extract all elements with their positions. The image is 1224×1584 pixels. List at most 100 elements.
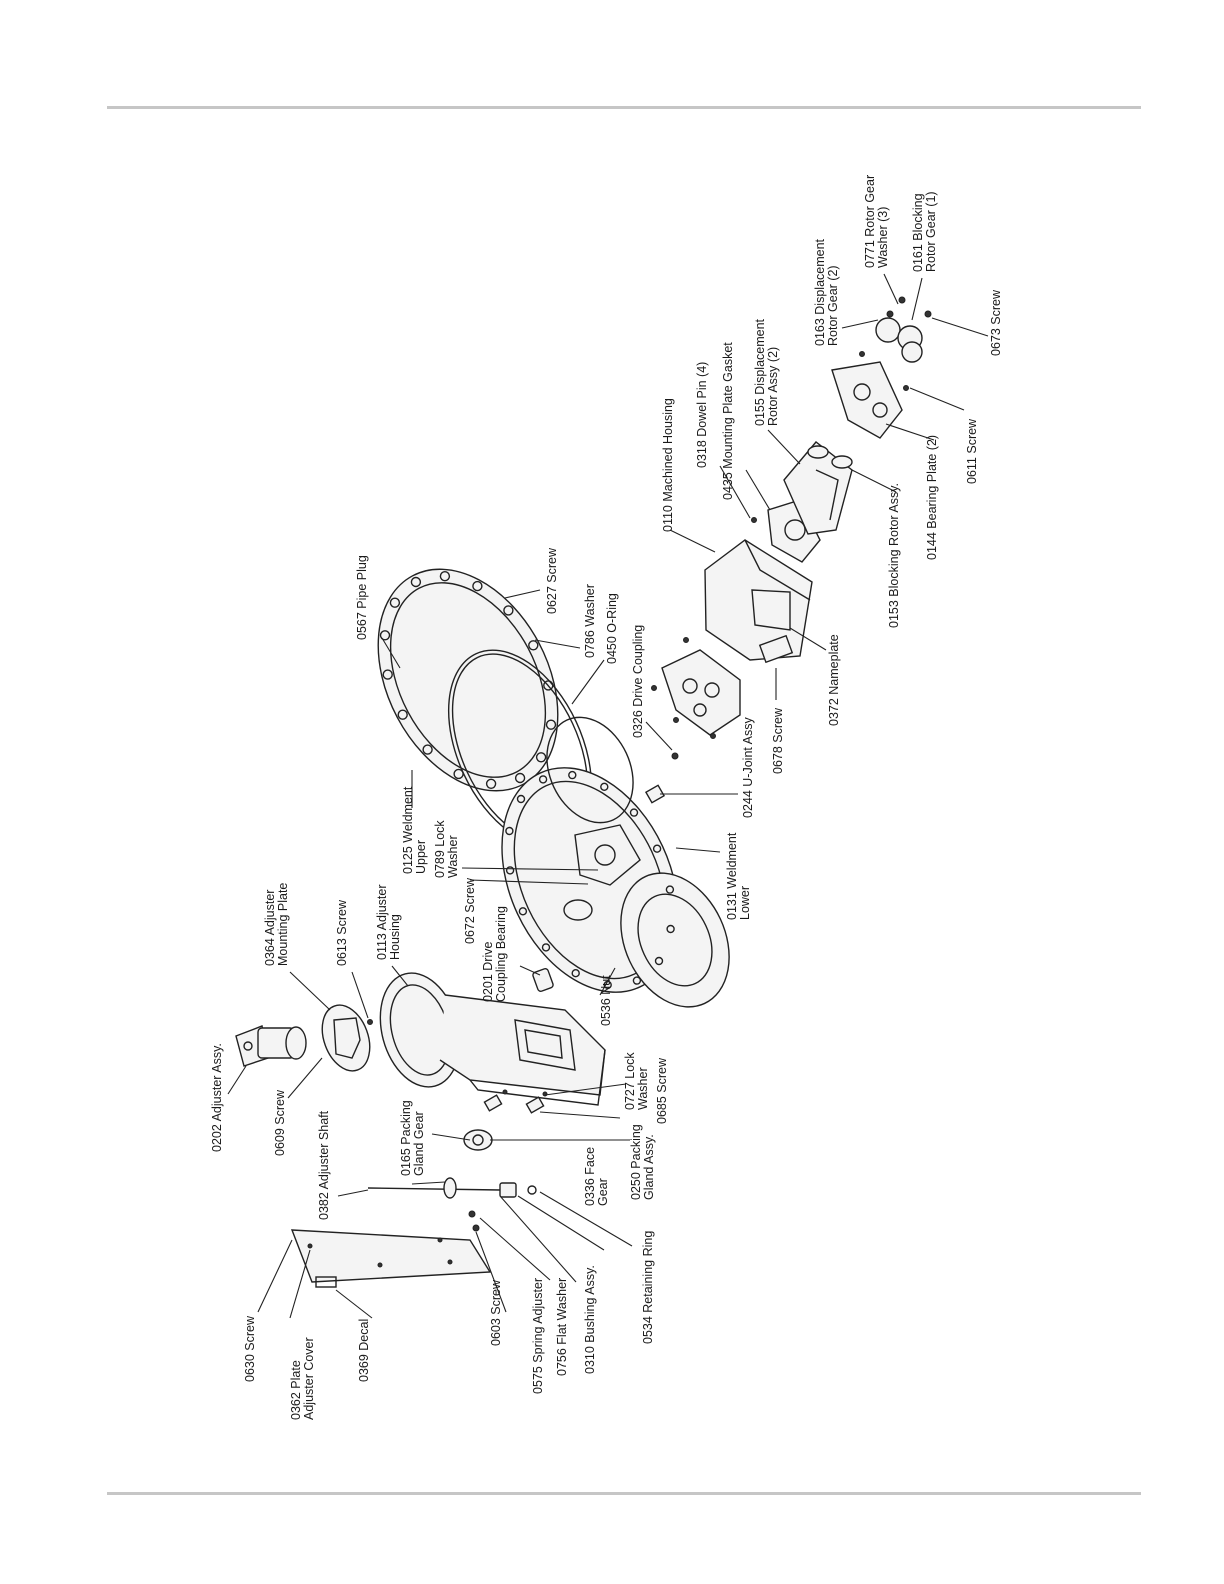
callout-0630: 0630 Screw	[243, 1315, 257, 1382]
callout-line: 0727 Lock	[623, 1052, 637, 1110]
callout-0685: 0685 Screw	[655, 1057, 669, 1124]
bolt-marker	[632, 976, 642, 985]
callout-line: Washer (3)	[876, 207, 890, 268]
callout-0382: 0382 Adjuster Shaft	[317, 1110, 331, 1220]
callout-line: 0756 Flat Washer	[555, 1278, 569, 1376]
callout-line: 0125 Weldment	[401, 786, 415, 874]
callout-0318: 0318 Dowel Pin (4)	[695, 362, 709, 468]
callout-0678: 0678 Screw	[771, 707, 785, 774]
bolt-marker	[505, 866, 515, 875]
callout-line: 0382 Adjuster Shaft	[317, 1110, 331, 1220]
callout-line: 0201 Drive	[481, 942, 495, 1002]
callout-line: 0326 Drive Coupling	[631, 625, 645, 738]
callout-line: 0603 Screw	[489, 1279, 503, 1346]
callout-line: 0678 Screw	[771, 707, 785, 774]
callout-0435: 0435 Mounting Plate Gasket	[721, 342, 735, 500]
bolt-marker	[568, 770, 577, 780]
bolt-marker	[410, 576, 422, 588]
bolt-marker	[571, 969, 580, 978]
bolt-marker	[541, 943, 551, 952]
bolt-marker	[654, 956, 664, 966]
bolt-marker	[516, 794, 526, 804]
callout-line: Adjuster Cover	[302, 1337, 316, 1420]
callout-line: Upper	[414, 840, 428, 874]
callout-0627: 0627 Screw	[545, 547, 559, 614]
callout-line: 0613 Screw	[335, 899, 349, 966]
callout-line: Housing	[388, 914, 402, 960]
bolt-marker	[389, 597, 401, 608]
bolt-marker	[382, 669, 393, 680]
callout-line: Mounting Plate	[276, 883, 290, 966]
lower-weldment-part	[501, 716, 730, 1008]
callout-line: 0364 Adjuster	[263, 890, 277, 966]
leader-lines	[227, 273, 989, 1319]
bolt-marker	[422, 744, 433, 755]
callout-0153: 0153 Blocking Rotor Assy.	[887, 483, 901, 628]
bolt-marker	[665, 885, 675, 894]
callout-line: 0110 Machined Housing	[661, 398, 675, 532]
upper-weldment-part	[377, 568, 559, 792]
bolt-marker	[600, 782, 609, 791]
drive-coupling-bearing-part	[532, 968, 554, 992]
bolt-marker	[505, 826, 514, 836]
callout-0310: 0310 Bushing Assy.	[583, 1265, 597, 1374]
callout-line: 0630 Screw	[243, 1315, 257, 1382]
callout-0372: 0372 Nameplate	[827, 634, 841, 726]
bolt-marker	[518, 907, 528, 916]
callout-line: Lower	[738, 886, 752, 920]
callout-0786: 0786 Washer	[583, 584, 597, 658]
callout-line: 0144 Bearing Plate (2)	[925, 435, 939, 560]
rotor-assemblies-part	[783, 441, 853, 535]
bolt-marker	[652, 844, 662, 853]
callout-line: 0318 Dowel Pin (4)	[695, 362, 709, 468]
callout-0534: 0534 Retaining Ring	[641, 1231, 655, 1344]
callout-0144: 0144 Bearing Plate (2)	[925, 435, 939, 560]
adjuster-shaft-part	[367, 1177, 537, 1199]
callout-line: 0244 U-Joint Assy	[741, 717, 755, 818]
packing-gland-assembly-part	[463, 1129, 493, 1151]
callout-line: Washer	[446, 835, 460, 878]
callout-line: Rotor Gear (2)	[826, 265, 840, 346]
bolt-marker	[503, 605, 514, 616]
callout-line: 0113 Adjuster	[375, 884, 389, 960]
callout-line: 0131 Weldment	[725, 832, 739, 920]
callout-line: 0771 Rotor Gear	[863, 175, 877, 268]
callout-line: 0786 Washer	[583, 584, 597, 658]
callout-0756: 0756 Flat Washer	[555, 1278, 569, 1376]
callout-line: 0165 Packing	[399, 1100, 413, 1176]
callout-line: 0673 Screw	[989, 289, 1003, 356]
callout-line: 0611 Screw	[965, 418, 979, 484]
u-joint-part	[644, 784, 666, 804]
callout-line: 0362 Plate	[289, 1360, 303, 1420]
callout-0326: 0326 Drive Coupling	[631, 625, 645, 738]
callout-line: 0534 Retaining Ring	[641, 1231, 655, 1344]
drive-coupling-part	[651, 637, 741, 760]
callout-line: 0161 Blocking	[911, 193, 925, 272]
callout-line: 0567 Pipe Plug	[355, 555, 369, 640]
bolt-marker	[528, 640, 539, 651]
callout-line: 0609 Screw	[273, 1089, 287, 1156]
callout-line: 0435 Mounting Plate Gasket	[721, 342, 735, 500]
callout-line: 0336 Face	[583, 1147, 597, 1206]
callout-0575: 0575 Spring Adjuster	[531, 1278, 545, 1394]
bolt-marker	[666, 924, 675, 934]
adjuster-assembly-part	[235, 1025, 307, 1067]
callout-line: Rotor Assy (2)	[766, 347, 780, 426]
callout-line: 0250 Packing	[629, 1124, 643, 1200]
callout-0536: 0536 Nut	[599, 975, 613, 1026]
bolt-marker	[535, 752, 547, 763]
